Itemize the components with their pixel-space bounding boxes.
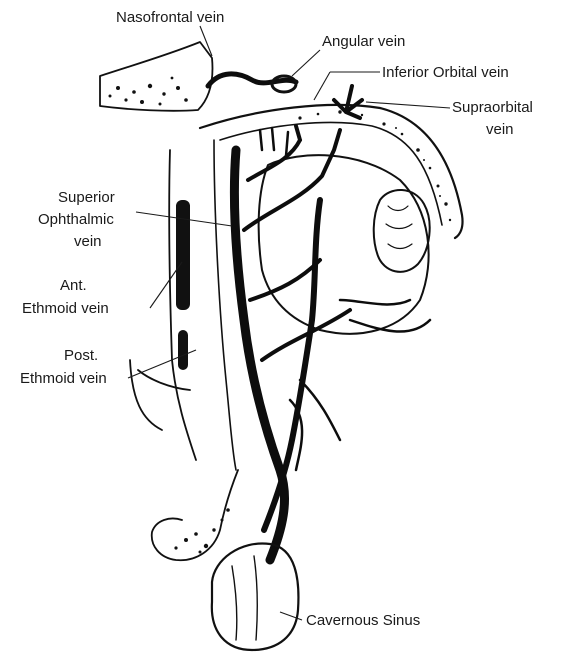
label-superior-ophthalmic-line1: Superior [58, 189, 115, 206]
globe-outline [259, 155, 429, 334]
label-superior-ophthalmic-line2: Ophthalmic [38, 211, 114, 228]
nasal-bone-outline [100, 42, 212, 111]
label-angular-vein: Angular vein [322, 33, 405, 50]
label-ant-ethmoid-line1: Ant. [60, 277, 87, 294]
leader-angular [292, 50, 320, 76]
orbital-roof-inner-outline [220, 122, 442, 225]
ophthalmic-vein-fine-branches [260, 128, 430, 470]
ethmoid-shading [176, 200, 190, 370]
label-supraorbital-vein-line2: vein [486, 121, 514, 138]
inferior-ophthalmic-vein [264, 200, 320, 530]
lateral-orbital-wall [130, 360, 190, 430]
label-post-ethmoid-line1: Post. [64, 347, 98, 364]
label-inferior-orbital-vein: Inferior Orbital vein [382, 64, 509, 81]
label-supraorbital-vein-line1: Supraorbital [452, 99, 533, 116]
lacrimal-gland-lobes [386, 206, 412, 249]
label-nasofrontal-vein: Nasofrontal vein [116, 9, 224, 26]
label-cavernous-sinus: Cavernous Sinus [306, 612, 420, 629]
label-superior-ophthalmic-line3: vein [74, 233, 102, 250]
label-post-ethmoid-line2: Ethmoid vein [20, 370, 107, 387]
anatomy-drawing [100, 42, 463, 650]
pterygoid-stippling [174, 508, 229, 553]
supraorbital-vein-branch [334, 86, 362, 118]
lacrimal-gland [374, 190, 430, 272]
leader-inferior-orbital-down [314, 72, 330, 100]
pterygoid-region-outline [152, 470, 238, 560]
label-ant-ethmoid-line2: Ethmoid vein [22, 300, 109, 317]
cavernous-sinus-inner [232, 556, 257, 640]
nasal-bone-stippling [109, 77, 188, 106]
